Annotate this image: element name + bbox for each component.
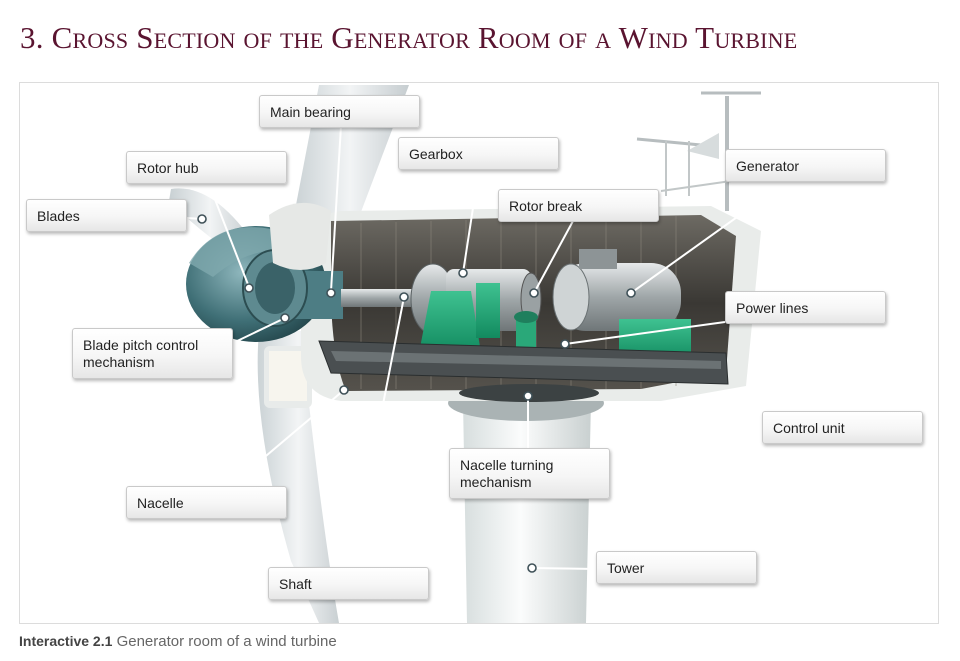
callout-blade-pitch-control[interactable]: Blade pitch control mechanism <box>72 328 233 379</box>
callout-generator[interactable]: Generator <box>725 149 886 182</box>
callout-main-bearing[interactable]: Main bearing <box>259 95 420 128</box>
callout-shaft[interactable]: Shaft <box>268 567 429 600</box>
callout-nacelle-turning[interactable]: Nacelle turning mechanism <box>449 448 610 499</box>
caption-text: Generator room of a wind turbine <box>116 633 337 650</box>
diagram-frame: Main bearing Rotor hub Gearbox Generator… <box>19 82 939 624</box>
callout-rotor-break[interactable]: Rotor break <box>498 189 659 222</box>
callout-power-lines[interactable]: Power lines <box>725 291 886 324</box>
wind-turbine-illustration <box>169 85 787 623</box>
leader-lines <box>186 125 787 570</box>
callout-blades[interactable]: Blades <box>26 199 187 232</box>
callout-control-unit[interactable]: Control unit <box>762 411 923 444</box>
callout-rotor-hub[interactable]: Rotor hub <box>126 151 287 184</box>
figure-caption: Interactive 2.1 Generator room of a wind… <box>19 633 337 650</box>
callout-nacelle[interactable]: Nacelle <box>126 486 287 519</box>
caption-label: Interactive 2.1 <box>19 633 113 649</box>
callout-tower[interactable]: Tower <box>596 551 757 584</box>
page-title: 3. Cross Section of the Generator Room o… <box>20 20 798 55</box>
callout-gearbox[interactable]: Gearbox <box>398 137 559 170</box>
pointer-dots <box>197 214 636 573</box>
